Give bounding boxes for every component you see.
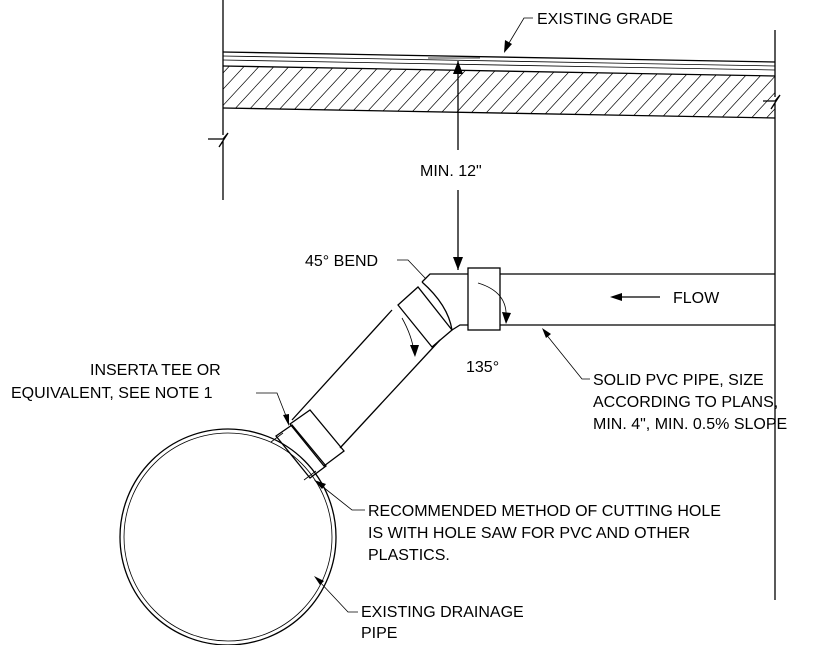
hatch-line: [309, 66, 371, 118]
hatch-line: [223, 66, 266, 118]
trench-left-wall: [208, 0, 229, 200]
hole-cutting-label-line2: IS WITH HOLE SAW FOR PVC AND OTHER: [368, 525, 690, 542]
hatch-line: [744, 66, 775, 118]
hole-cutting-label-line3: PLASTICS.: [368, 547, 450, 564]
min-cover-label: MIN. 12": [420, 163, 482, 180]
hatch-line: [684, 66, 746, 118]
existing-drainage-pipe: [119, 428, 337, 645]
hatch-line: [639, 66, 701, 118]
angled-pipe: [291, 286, 453, 449]
hatch-line: [459, 66, 521, 118]
inserta-tee: [270, 409, 345, 481]
min-cover-dimension: [428, 57, 480, 270]
hatch-line: [519, 66, 581, 118]
pvc-pipe-label-line2: ACCORDING TO PLANS,: [593, 394, 778, 411]
hatch-line: [759, 66, 775, 118]
grade-surface-lines: [222, 51, 776, 71]
trench-right-wall: [763, 30, 781, 600]
hatch-line: [324, 66, 386, 118]
hole-cutting-leader: [314, 480, 365, 511]
hatch-line: [223, 66, 281, 118]
flow-label: FLOW: [673, 290, 720, 307]
existing-grade-label: EXISTING GRADE: [537, 11, 673, 28]
hatch-line: [160, 60, 220, 125]
angle-label: 135°: [466, 359, 499, 376]
hatch-line: [534, 66, 596, 118]
bend-fitting: [421, 273, 468, 331]
flow-arrow-icon: [610, 293, 660, 301]
hatch-line: [339, 66, 401, 118]
existing-grade-leader: [504, 17, 533, 53]
hatch-line: [279, 66, 341, 118]
hatch-line: [234, 66, 296, 118]
hatch-line: [504, 66, 566, 118]
pvc-pipe-label-line1: SOLID PVC PIPE, SIZE: [593, 372, 764, 389]
pvc-pipe-label-line3: MIN. 4", MIN. 0.5% SLOPE: [593, 416, 787, 433]
hatch-line: [790, 60, 833, 125]
pipe-coupling: [467, 267, 501, 331]
inserta-tee-label-line1: INSERTA TEE OR: [90, 362, 221, 379]
rotation-arrows: [401, 282, 511, 357]
pvc-pipe-leader: [542, 328, 590, 380]
soil-hatch-band: [160, 60, 833, 125]
hole-cutting-label-line1: RECOMMENDED METHOD OF CUTTING HOLE: [368, 503, 721, 520]
drainage-pipe-leader: [314, 576, 358, 613]
hatch-line: [774, 66, 775, 118]
hatch-line: [669, 66, 731, 118]
bend-leader: [397, 259, 427, 280]
hatch-line: [264, 66, 326, 118]
hatch-line: [223, 66, 251, 118]
hatch-line: [474, 66, 536, 118]
hatch-line: [654, 66, 716, 118]
hatch-line: [489, 66, 551, 118]
hatch-line: [249, 66, 311, 118]
hatch-line: [729, 66, 775, 118]
horizontal-pvc-pipe: [500, 273, 775, 326]
drainage-pipe-label-line2: PIPE: [361, 625, 397, 642]
bend-label: 45° BEND: [305, 253, 378, 270]
hatch-line: [354, 66, 416, 118]
hatch-line: [294, 66, 356, 118]
inserta-tee-leader: [256, 392, 289, 426]
hatch-line: [223, 66, 236, 118]
drainage-pipe-label-line1: EXISTING DRAINAGE: [361, 604, 524, 621]
inserta-tee-label-line2: EQUIVALENT, SEE NOTE 1: [11, 385, 213, 402]
